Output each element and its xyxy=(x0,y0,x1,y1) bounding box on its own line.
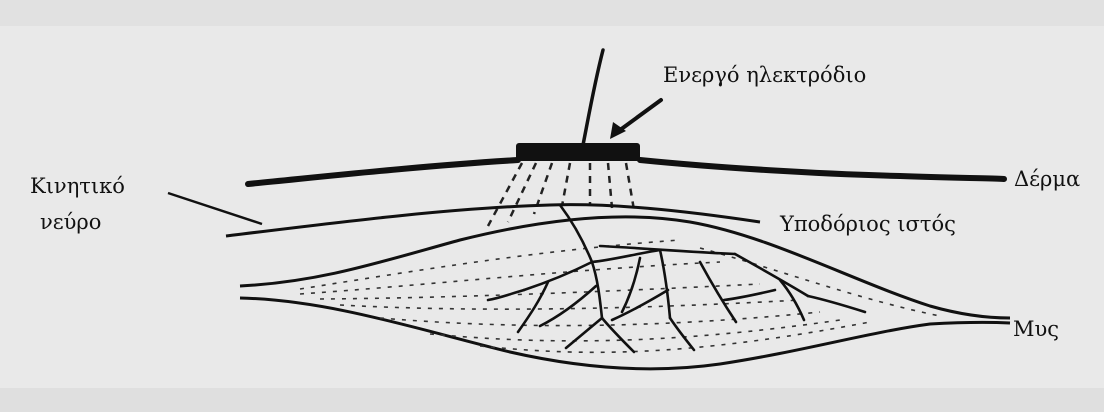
label-motor-nerve-line2: νεύρο xyxy=(40,210,101,234)
electrode-pad xyxy=(516,143,640,161)
label-motor-nerve-line1: Κινητικό xyxy=(30,174,125,198)
label-skin: Δέρμα xyxy=(1014,167,1080,191)
scan-shadow-bottom xyxy=(0,388,1104,412)
label-electrode: Ενεργό ηλεκτρόδιο xyxy=(663,63,866,87)
label-subcutaneous: Υποδόριος ιστός xyxy=(779,212,956,236)
scan-shadow-top xyxy=(0,0,1104,26)
label-muscle: Μυς xyxy=(1013,317,1059,341)
